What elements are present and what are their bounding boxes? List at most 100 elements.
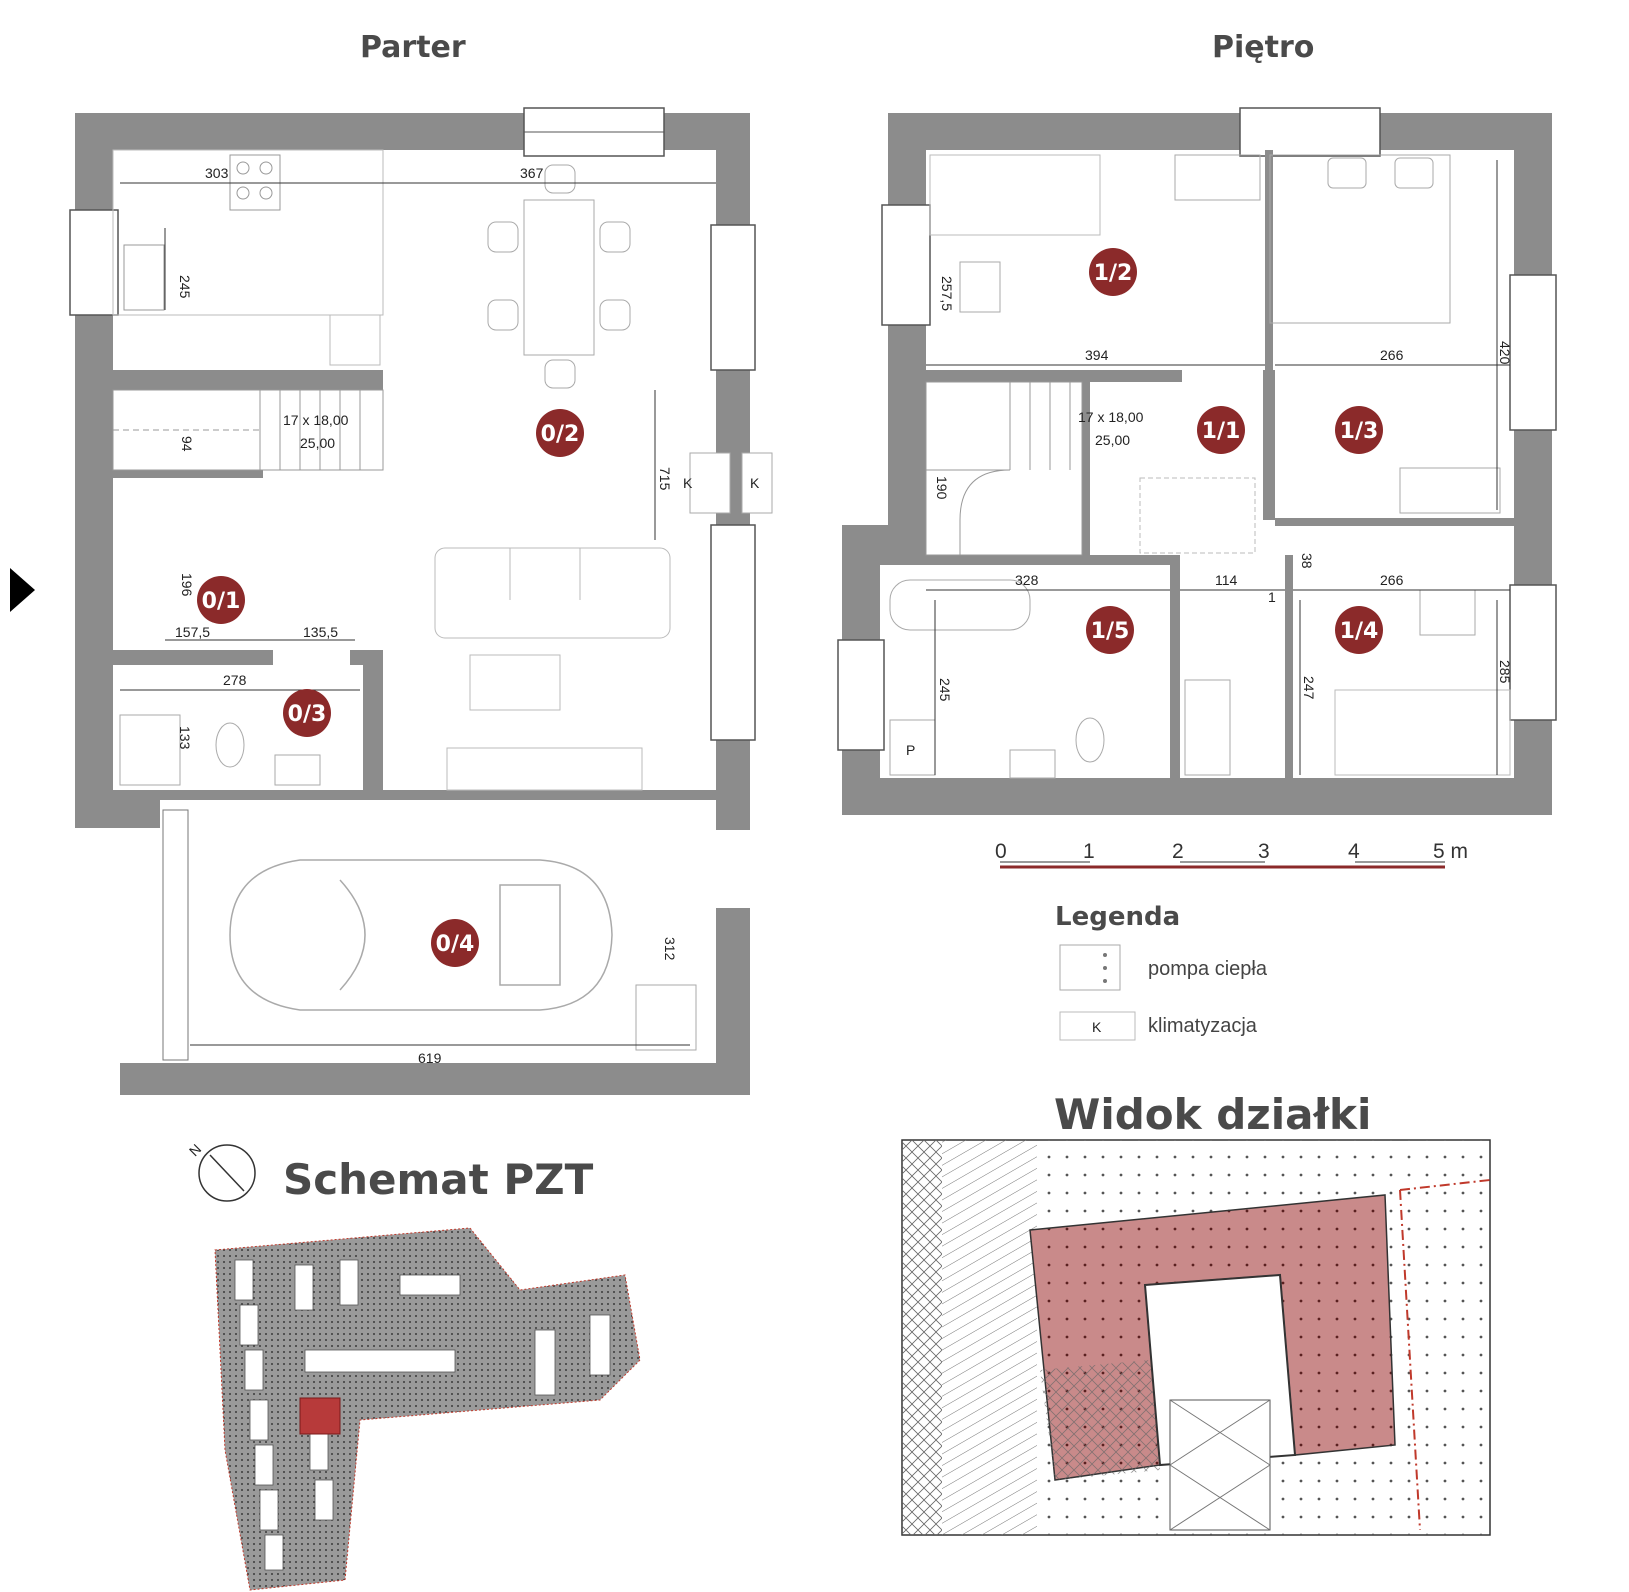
site-terrace-hatch	[1040, 1360, 1160, 1480]
ac-unit	[741, 452, 773, 514]
first-floor-plan: 257,5 394 266 420 190 17 x 18,00 25,00 3…	[837, 107, 1557, 815]
ground-terrace-door	[710, 524, 756, 741]
entrance-arrow-icon	[10, 568, 35, 612]
upper-stairs-label-1: 17 x 18,00	[1078, 409, 1144, 425]
dim-394: 394	[1085, 347, 1109, 363]
pzt-highlighted-plot	[299, 1397, 341, 1435]
closet-rack	[1184, 679, 1231, 776]
room-badge-0-2: 0/2	[536, 409, 584, 457]
wall-closet-14	[1285, 555, 1293, 778]
ground-floor-plan: 303 367 245 715 94 196 157,5 135,5 278 1…	[10, 107, 773, 1095]
site-hatched-path	[942, 1140, 1037, 1535]
parter-title: Parter	[360, 30, 466, 65]
dim-266-a: 266	[1380, 347, 1404, 363]
dim-312: 312	[662, 937, 678, 961]
wall-stairs-bath	[926, 555, 1176, 565]
heat-pump	[635, 984, 697, 1051]
legend: Legenda pompa ciepła K klimatyzacja	[1055, 902, 1268, 1041]
stairs-label-2: 25,00	[300, 435, 335, 451]
dim-245: 245	[177, 275, 193, 299]
legend-pump-label: pompa ciepła	[1148, 958, 1268, 980]
stairs-label-1: 17 x 18,00	[283, 412, 349, 428]
ac-legend-symbol: K	[1092, 1019, 1102, 1035]
svg-text:0/2: 0/2	[541, 422, 580, 447]
dim-328: 328	[1015, 572, 1039, 588]
chair	[487, 299, 519, 331]
svg-text:1/4: 1/4	[1340, 619, 1379, 644]
scale-2: 2	[1172, 840, 1184, 863]
dining-table	[523, 199, 595, 356]
scale-1: 1	[1083, 840, 1095, 863]
legend-ac-label: klimatyzacja	[1148, 1015, 1258, 1037]
chair	[599, 221, 631, 253]
svg-text:0/1: 0/1	[202, 589, 241, 614]
room-badge-0-4: 0/4	[431, 919, 479, 967]
room-badge-1-4: 1/4	[1335, 606, 1383, 654]
pietro-title: Piętro	[1212, 30, 1315, 65]
dim-285: 285	[1497, 660, 1513, 684]
desk-chair	[959, 261, 1001, 313]
dim-190: 190	[934, 476, 950, 500]
upper-window-left	[881, 204, 931, 326]
scale-bar: 0 1 2 3 4 5 m	[995, 840, 1468, 869]
garage-door	[162, 809, 189, 1061]
wardrobe	[1174, 154, 1261, 201]
p-mark: P	[906, 742, 915, 758]
wardrobe	[1399, 467, 1501, 514]
dim-1: 1	[1268, 589, 1276, 605]
dim-94: 94	[179, 436, 195, 452]
tv-cabinet	[446, 747, 643, 791]
toilet	[1075, 717, 1105, 763]
room-badge-1-5: 1/5	[1086, 606, 1134, 654]
first-floor-interior-left	[880, 565, 926, 778]
ground-stairs	[112, 389, 384, 471]
scale-5m: 5 m	[1433, 840, 1468, 863]
wall-hall-13	[1263, 370, 1275, 520]
toilet	[215, 722, 245, 768]
double-bed	[1269, 154, 1451, 324]
ground-window-left	[69, 209, 119, 316]
site-view	[901, 1139, 1491, 1536]
first-floor-interior	[926, 150, 1514, 778]
room-badge-0-3: 0/3	[283, 689, 331, 737]
dim-247: 247	[1301, 676, 1317, 700]
wall-13-14	[1275, 518, 1515, 526]
pzt-scheme: N	[186, 1141, 641, 1591]
ac-mark-1: K	[683, 475, 693, 491]
room-badge-1-1: 1/1	[1197, 406, 1245, 454]
svg-text:0/4: 0/4	[436, 932, 475, 957]
dim-420: 420	[1497, 341, 1513, 365]
dim-257-5: 257,5	[939, 276, 955, 311]
scale-0: 0	[995, 840, 1007, 863]
wall-kitchen-stairs	[113, 370, 383, 390]
chair	[544, 164, 576, 194]
dim-135-5: 135,5	[303, 624, 338, 640]
wall-stairs-hall-upper	[1082, 382, 1090, 555]
car-outline	[229, 859, 613, 1011]
washbasin	[1009, 749, 1056, 779]
chair	[487, 221, 519, 253]
dim-303: 303	[205, 165, 229, 181]
wall-hall-bath	[113, 650, 273, 665]
dim-38: 38	[1299, 553, 1315, 569]
ac-unit	[689, 452, 731, 514]
room-badge-0-1: 0/1	[197, 576, 245, 624]
dim-619: 619	[418, 1050, 442, 1066]
heat-pump-legend-icon	[1059, 944, 1121, 991]
dim-266-b: 266	[1380, 572, 1404, 588]
north-mark: N	[186, 1141, 204, 1159]
room-badge-1-2: 1/2	[1089, 248, 1137, 296]
washbasin	[274, 754, 321, 786]
legend-title: Legenda	[1055, 902, 1180, 932]
room-badge-1-3: 1/3	[1335, 406, 1383, 454]
site-left-strip	[902, 1140, 942, 1535]
dim-114: 114	[1215, 572, 1238, 588]
svg-text:1/2: 1/2	[1094, 261, 1133, 286]
wall-stairs-hall	[113, 470, 263, 478]
shower-tray	[119, 714, 181, 786]
scale-3: 3	[1258, 840, 1270, 863]
upper-stairs-label-2: 25,00	[1095, 432, 1130, 448]
dim-367: 367	[520, 165, 544, 181]
svg-text:1/5: 1/5	[1091, 619, 1130, 644]
